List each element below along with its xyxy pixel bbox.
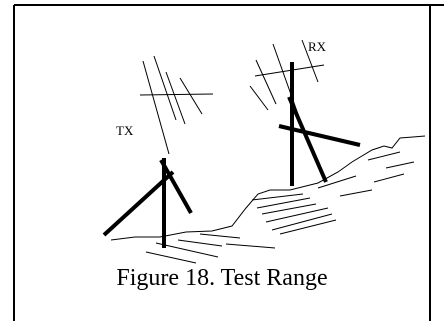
tx-yagi-elements — [139, 55, 214, 155]
terrain-outline — [110, 135, 426, 241]
terrain-hatching — [145, 151, 415, 264]
figure-caption: Figure 18. Test Range — [116, 265, 327, 291]
rx-antenna — [249, 39, 361, 186]
rx-mast-and-tripod — [278, 62, 361, 186]
figure-frame — [13, 4, 444, 321]
tx-mast-and-tripod — [102, 158, 193, 248]
terrain — [110, 135, 426, 264]
tx-label: TX — [116, 123, 134, 138]
tx-antenna — [102, 55, 214, 248]
rx-label: RX — [308, 39, 327, 54]
